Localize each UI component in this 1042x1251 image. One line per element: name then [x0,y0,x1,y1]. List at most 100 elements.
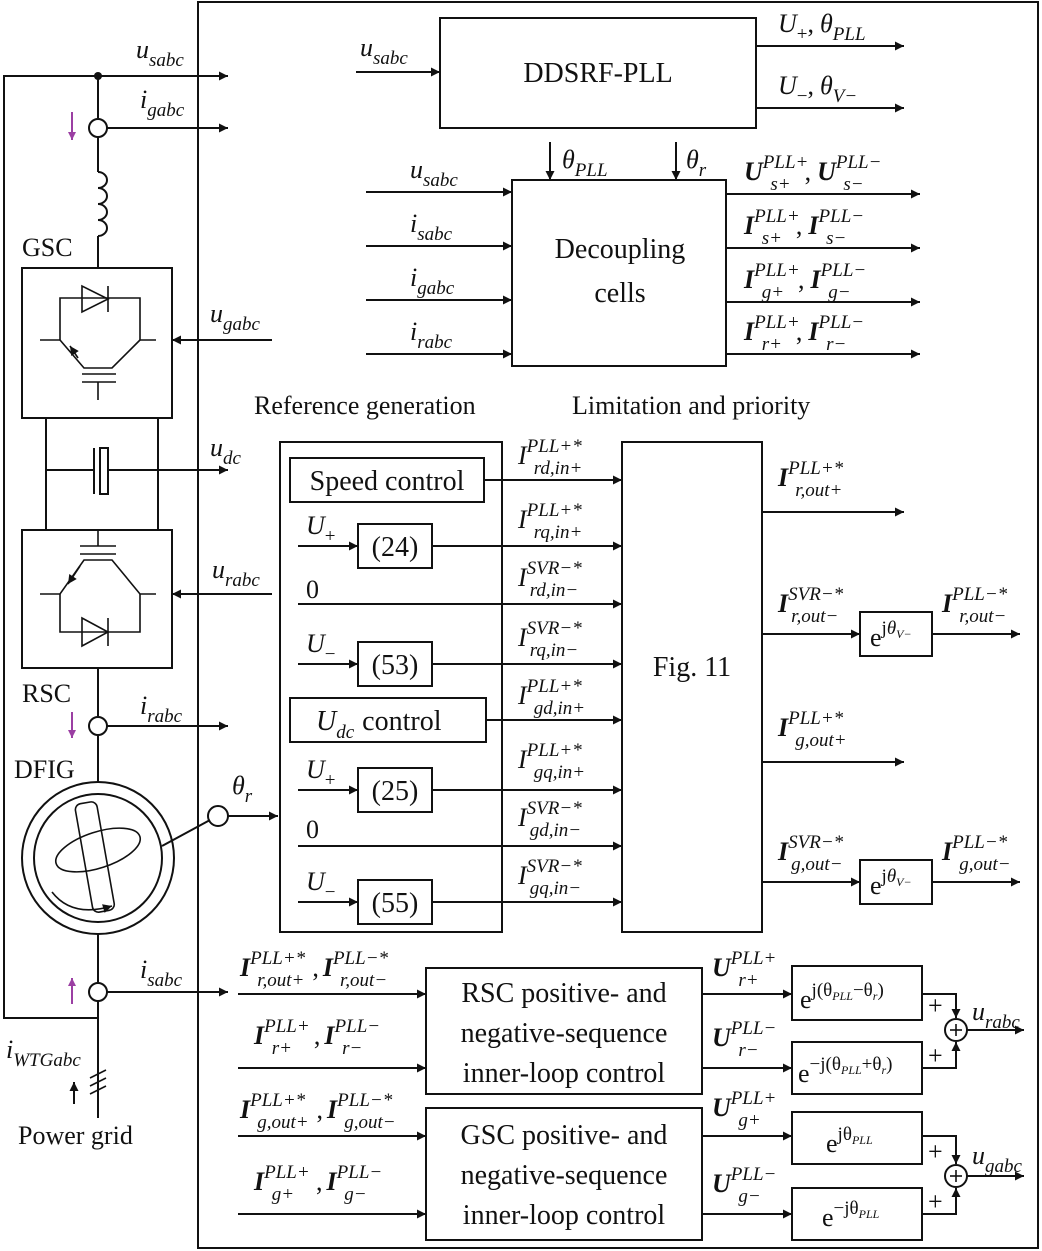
ref-i-gq-inn: ISVR−*gq,in− [517,856,582,899]
ref-in-uminus-55: U− [306,867,336,903]
inner-out-ug-n: UPLL−g− [712,1164,776,1207]
eq55-block [357,879,433,925]
speed-control-label: Speed control [310,466,465,497]
dc-capacitor [99,447,109,495]
gsc-inner-label-2: negative-sequence [461,1160,668,1191]
ref-i-rd-inn: ISVR−*rd,in− [517,558,582,601]
dec-out-ig: IPLL+g+,IPLL−g− [743,260,866,303]
label-u-sabc-left: usabc [136,35,184,71]
out-u-rabc: urabc [972,997,1020,1033]
pll-out-uplus: U+,θPLL [778,9,866,45]
pll-in-u-sabc: usabc [360,33,408,69]
dec-in-u-sabc: usabc [410,155,458,191]
transform-gsc-neg-label: e−jθPLL [822,1198,880,1232]
dec-out-is: IPLL+s+,IPLL−s− [743,206,864,249]
inner-out-ug-p: UPLL+g+ [712,1088,776,1131]
label-i-wtgabc: iWTGabc [6,1035,81,1071]
inner-out-ur-p: UPLL+r+ [712,948,776,991]
ref-i-rq-inp: IPLL+*rq,in+ [517,500,582,543]
out-u-gabc: ugabc [972,1141,1023,1177]
eq55-label: (55) [372,888,419,919]
out-i-g-outn-svr: ISVR−*g,out− [777,832,844,875]
gsc-inner-loop-block [425,1107,703,1241]
inner-in-ig: IPLL+g+,IPLL−g− [253,1162,382,1205]
ref-in-uplus-25: U+ [306,755,336,791]
dfig-label: DFIG [14,755,75,784]
ref-in-zero-1: 0 [306,575,319,604]
hardware-section: GSC RSC DFIG Power grid usabc igabc ugab… [3,1,1039,1249]
sum-rsc-plus-1: + [928,991,943,1020]
eq24-block [357,523,433,569]
eq53-label: (53) [372,650,419,681]
gsc-label: GSC [22,233,73,262]
inner-in-ig-out: IPLL+*g,out+,IPLL−*g,out− [239,1090,396,1133]
out-i-g-outn-pll: IPLL−*g,out− [941,832,1011,875]
rsc-inner-label-1: RSC positive- and [461,978,666,1009]
reference-frame [279,441,503,933]
diode-symbol [81,284,110,314]
label-theta-r-encoder: θr [232,771,253,807]
inner-loop-section: RSC positive- and negative-sequence inne… [238,948,1024,1241]
transform-rsc-pos-label: ej(θPLL−θr) [800,980,884,1014]
ref-i-gd-inp: IPLL+*gd,in+ [517,676,585,719]
ref-in-uminus-53: U− [306,629,336,665]
rotation-block-r [859,611,933,657]
pll-section: DDSRF-PLL usabc U+,θPLL U−,θV− [356,9,904,129]
rsc-inner-loop-block [425,967,703,1095]
dec-out-us: UPLL+s+,UPLL−s− [744,152,881,195]
ref-in-uplus-24: U+ [306,511,336,547]
label-u-rabc-left: urabc [212,555,260,591]
out-i-r-outn-svr: ISVR−*r,out− [777,584,844,627]
eq24-label: (24) [372,532,419,563]
encoder [207,805,229,827]
fig11-block [621,441,763,933]
gsc-inner-label-3: inner-loop control [463,1200,666,1231]
dfig-machine [21,781,175,935]
decoupling-label-1: Decoupling [555,234,686,265]
gsc-inner-label-1: GSC positive- and [461,1120,668,1151]
ddsrf-pll-block [439,17,757,129]
inner-out-ur-n: UPLL−r− [712,1018,776,1061]
transform-gsc-neg [791,1187,923,1241]
label-i-sabc-left: isabc [140,955,183,991]
label-i-gabc-left: igabc [140,85,185,121]
dec-in-i-rabc: irabc [410,317,453,353]
ref-in-zero-2: 0 [306,815,319,844]
label-u-gabc-left: ugabc [210,299,261,335]
out-i-r-outp: IPLL+*r,out+ [777,458,844,501]
udc-control-block [289,697,487,743]
decoupling-section: Decoupling cells θPLL θr usabc isabc iga… [366,142,920,367]
rotation-r-label: ejθV− [870,618,912,652]
sum-gsc-plus-2: + [928,1187,943,1216]
ref-i-gd-inn: ISVR−*gd,in− [517,798,582,841]
inner-in-ir: IPLL+r+,IPLL−r− [253,1016,380,1059]
label-u-dc: udc [210,433,242,469]
speed-control-block [289,457,485,503]
transform-rsc-neg [791,1041,923,1095]
control-frame [197,1,1039,1249]
decoupling-label-2: cells [594,278,645,309]
power-grid-label: Power grid [18,1121,133,1150]
out-i-g-outp: IPLL+*g,out+ [777,708,847,751]
pll-out-uminus: U−,θV− [778,71,857,107]
rsc-label: RSC [22,679,71,708]
gsc-converter [21,267,173,419]
dec-in-theta-pll: θPLL [562,145,608,181]
inner-in-ir-out: IPLL+*r,out+,IPLL−*r,out− [239,948,389,991]
label-i-rabc-left: irabc [140,691,183,727]
rsc-converter [21,529,173,669]
rsc-inner-label-3: inner-loop control [463,1058,666,1089]
transform-rsc-neg-label: e−j(θPLL+θr) [798,1054,893,1088]
decoupling-cells-block [511,179,727,367]
ref-i-gq-inp: IPLL+*gq,in+ [517,740,585,783]
eq25-block [357,767,433,813]
ref-i-rq-inn: ISVR−*rq,in− [517,618,582,661]
rotation-block-g [859,859,933,905]
transform-gsc-pos [791,1111,923,1165]
dec-in-i-gabc: igabc [410,263,455,299]
dec-out-ir: IPLL+r+,IPLL−r− [743,312,864,355]
